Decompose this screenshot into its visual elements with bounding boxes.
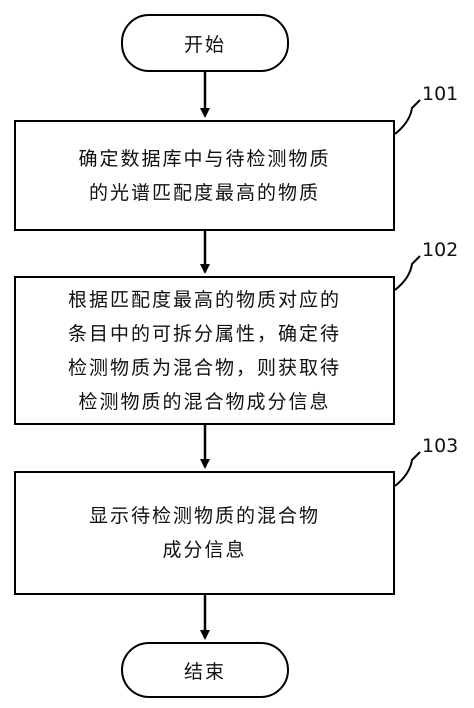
step-number-103: 103 bbox=[422, 435, 459, 457]
step-number-102: 102 bbox=[422, 239, 459, 261]
leader-103 bbox=[394, 451, 421, 487]
step-box-102: 根据匹配度最高的物质对应的 条目中的可拆分属性，确定待 检测物质为混合物，则获取… bbox=[14, 276, 395, 425]
start-terminal: 开始 bbox=[121, 14, 289, 72]
end-terminal: 结束 bbox=[121, 642, 289, 698]
start-label: 开始 bbox=[183, 33, 226, 56]
leader-101 bbox=[394, 99, 421, 135]
end-label: 结束 bbox=[183, 660, 226, 683]
leader-102 bbox=[394, 255, 421, 291]
step-number-101: 101 bbox=[422, 83, 459, 105]
step-text-103: 显示待检测物质的混合物 成分信息 bbox=[88, 505, 320, 561]
step-box-103: 显示待检测物质的混合物 成分信息 bbox=[14, 471, 395, 595]
step-box-101: 确定数据库中与待检测物质 的光谱匹配度最高的物质 bbox=[14, 120, 395, 231]
step-text-101: 确定数据库中与待检测物质 的光谱匹配度最高的物质 bbox=[78, 147, 331, 204]
step-text-102: 根据匹配度最高的物质对应的 条目中的可拆分属性，确定待 检测物质为混合物，则获取… bbox=[67, 288, 341, 413]
